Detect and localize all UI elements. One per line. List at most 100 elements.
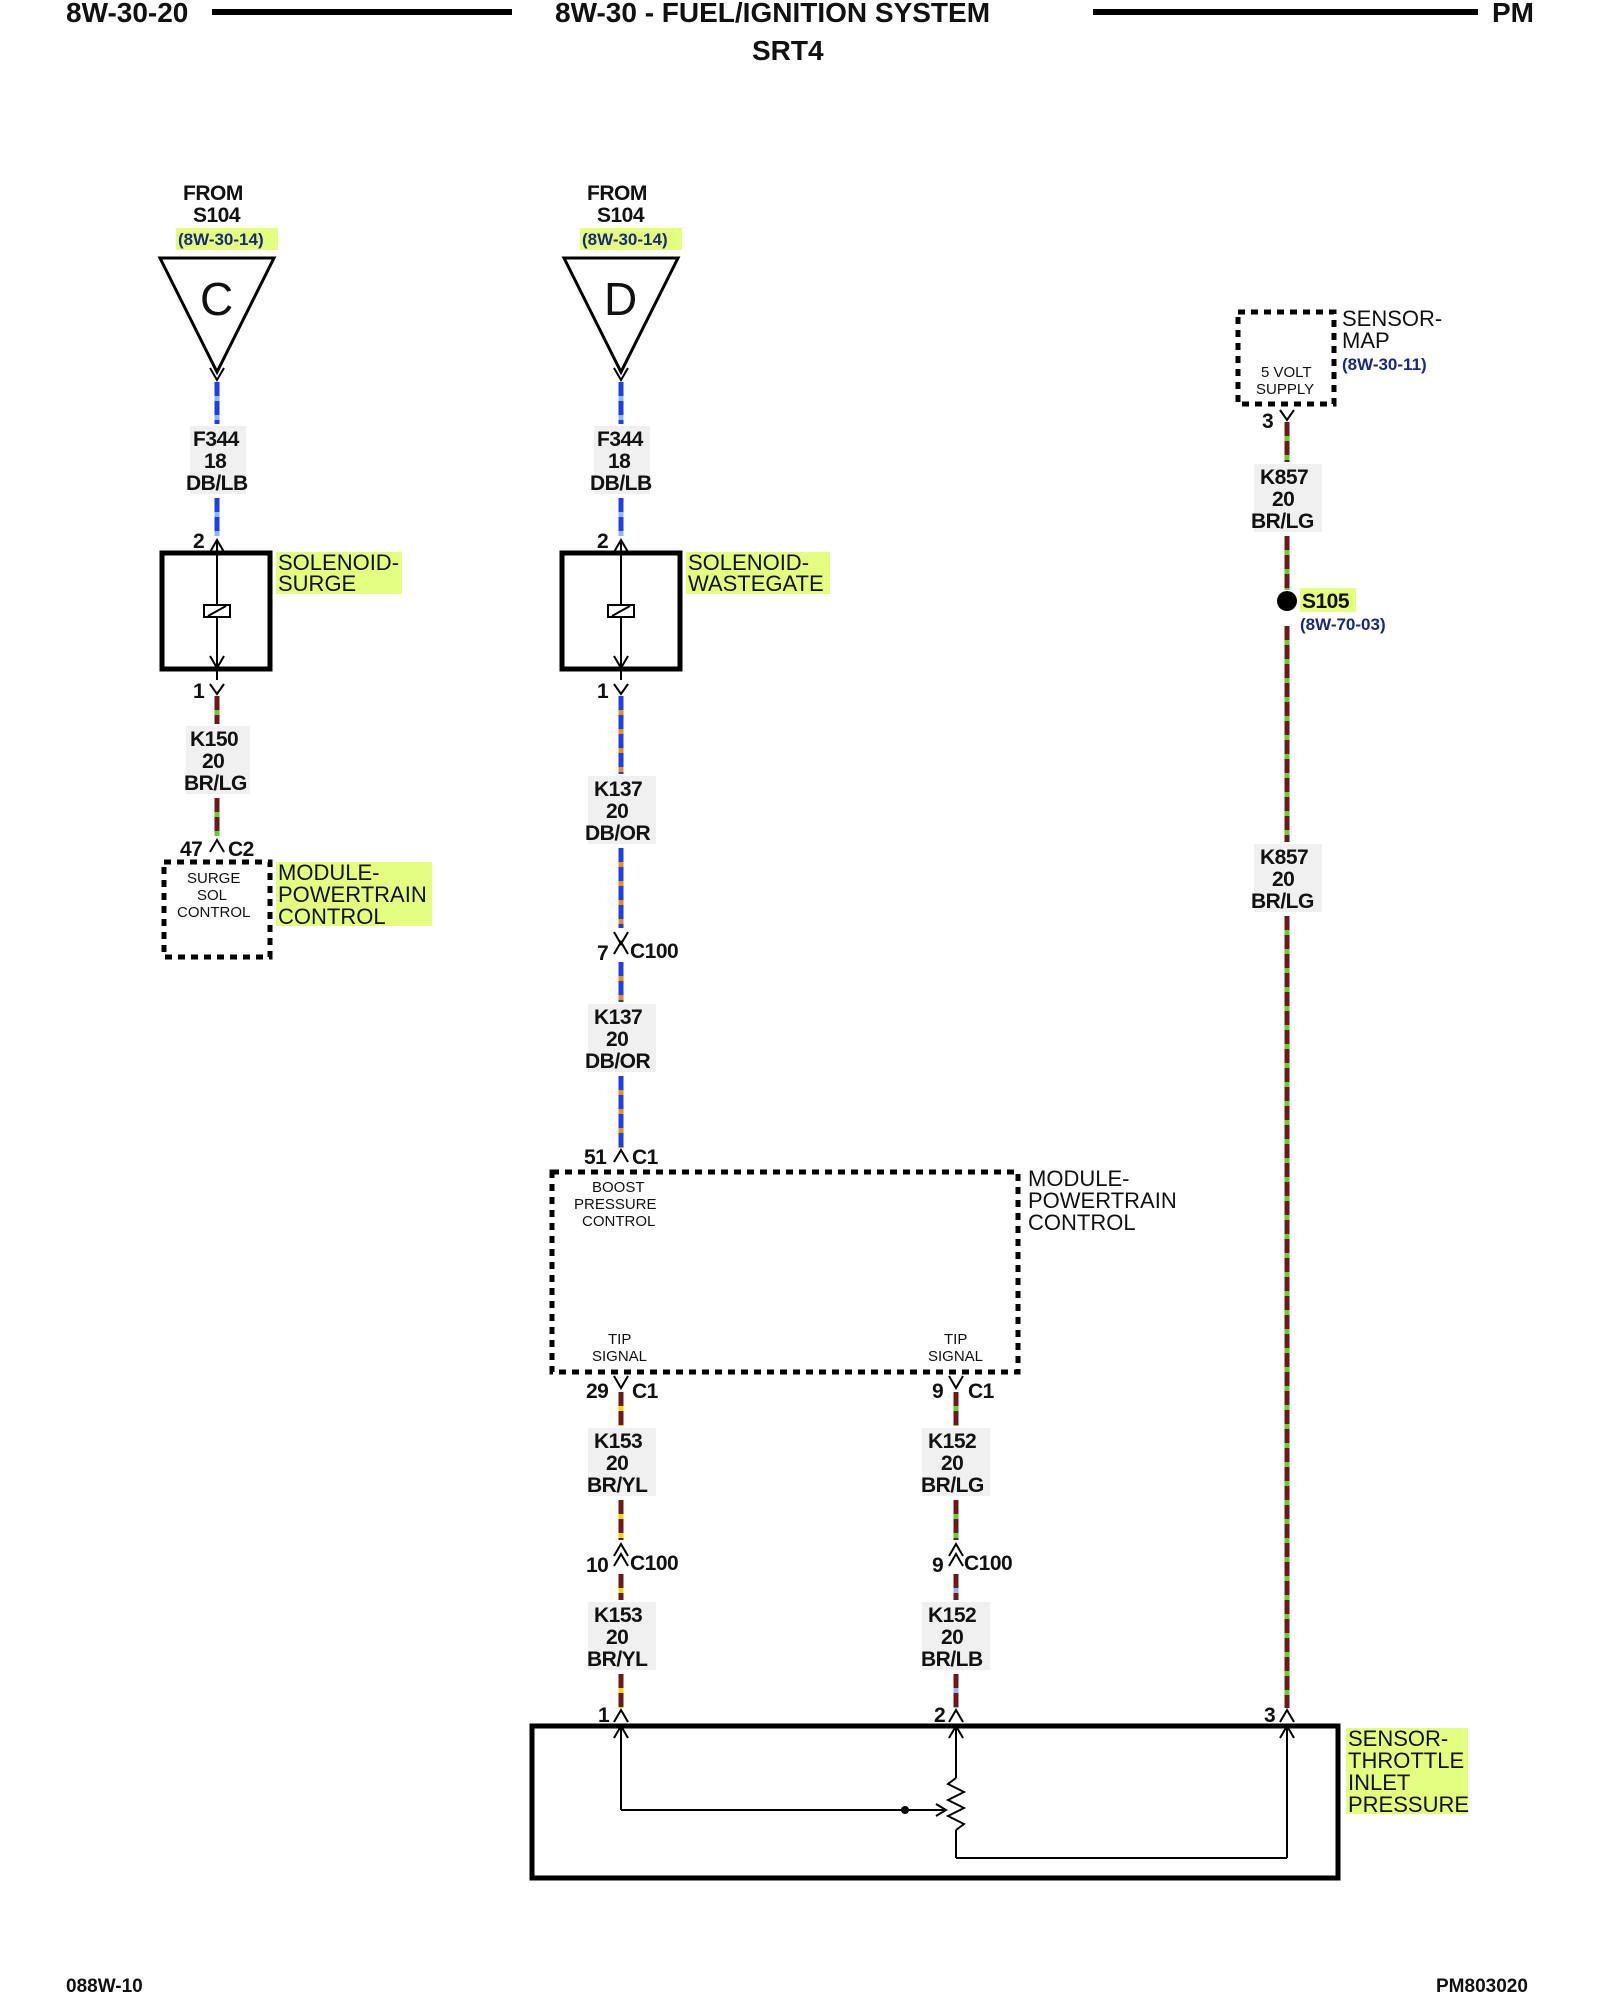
inline-pin: 9 xyxy=(932,1554,943,1577)
pcm-connector: C1 xyxy=(632,1146,659,1169)
solenoid-label: WASTEGATE xyxy=(688,571,824,596)
wire-circuit: K153 xyxy=(594,1604,642,1627)
connector-letter: D xyxy=(604,273,637,325)
tip-label: SENSOR- xyxy=(1348,1726,1448,1751)
wire-label-bg xyxy=(588,776,656,844)
arrow-icon xyxy=(1279,1724,1295,1739)
wire-gauge: 20 xyxy=(941,1452,963,1475)
arrow-icon xyxy=(613,1724,629,1739)
pcm-function: CONTROL xyxy=(177,904,250,921)
wire-circuit: F344 xyxy=(597,428,644,451)
splice-label: S105 xyxy=(1302,590,1350,613)
wire-color: BR/LG xyxy=(1251,510,1314,533)
pcm-box-large xyxy=(549,1169,1021,1375)
footer-left: 088W-10 xyxy=(66,1976,143,1997)
ref-link[interactable]: (8W-70-03) xyxy=(1300,615,1386,634)
wire-label-bg xyxy=(588,1602,656,1670)
connector-letter: C xyxy=(200,273,233,325)
potentiometer-icon xyxy=(945,1777,967,1831)
ref-link[interactable]: (8W-30-14) xyxy=(582,230,668,249)
wire-circuit: K152 xyxy=(928,1430,976,1453)
wire-color: DB/LB xyxy=(590,472,652,495)
wire-label-bg xyxy=(588,1004,656,1072)
splice-label: S104 xyxy=(597,204,645,227)
map-sensor-box xyxy=(1235,309,1337,407)
wire-color: DB/OR xyxy=(585,1050,651,1073)
pin-chevron xyxy=(1279,409,1295,422)
arrow-icon xyxy=(613,655,629,670)
wire-color: BR/YL xyxy=(587,1474,648,1497)
pcm-module: BOOST PRESSURE CONTROL MODULE- POWERTRAI… xyxy=(549,1166,1177,1403)
wire-color: BR/LB xyxy=(921,1648,983,1671)
wire-gauge: 20 xyxy=(606,1452,628,1475)
tip-sensor: SENSOR- THROTTLE INLET PRESSURE xyxy=(529,1723,1469,1881)
pcm-function: SIGNAL xyxy=(592,1348,647,1365)
wire-gauge: 20 xyxy=(202,750,224,773)
wire-color: BR/LG xyxy=(184,772,247,795)
from-label: FROM xyxy=(183,182,243,205)
wire-label-bg xyxy=(186,726,250,794)
wire-gauge: 20 xyxy=(1272,488,1294,511)
sensor-pin: 3 xyxy=(1264,1704,1275,1727)
solenoid-label: SOLENOID- xyxy=(278,550,399,575)
label-highlight xyxy=(1300,588,1356,612)
pin-chevron xyxy=(209,838,225,853)
wire-circuit: K150 xyxy=(190,728,238,751)
connector-triangle xyxy=(157,256,277,376)
pin-chevron xyxy=(613,1148,629,1163)
sub-title: SRT4 xyxy=(752,35,824,66)
solenoid-label: SOLENOID- xyxy=(688,550,809,575)
column-solenoid-surge: FROM S104 (8W-30-14) C F344 18 DB/LB 2 S… xyxy=(157,182,432,960)
ref-link[interactable]: (8W-30-11) xyxy=(1342,355,1427,374)
tip-label: INLET xyxy=(1348,1770,1410,1795)
wire-label-bg xyxy=(190,426,246,494)
wire-color: DB/OR xyxy=(585,822,651,845)
wire-label-bg xyxy=(1254,464,1322,532)
column-solenoid-wastegate: FROM S104 (8W-30-14) D F344 18 DB/LB 2 S… xyxy=(559,182,830,1169)
pcm-function: SURGE xyxy=(187,870,240,887)
wire-circuit: K153 xyxy=(594,1430,642,1453)
sensor-pin: 2 xyxy=(934,1704,945,1727)
splice-dot xyxy=(1277,591,1297,611)
inline-connector-icon xyxy=(948,1542,964,1557)
wire-gauge: 18 xyxy=(204,450,227,473)
pin-chevron xyxy=(948,1375,964,1390)
wire-circuit: F344 xyxy=(193,428,240,451)
section-title: 8W-30 - FUEL/IGNITION SYSTEM xyxy=(555,0,990,28)
pcm-pin: 51 xyxy=(584,1146,607,1169)
label-highlight xyxy=(276,552,402,594)
map-function: SUPPLY xyxy=(1256,381,1314,398)
pcm-pin: 47 xyxy=(180,838,202,861)
pcm-label: CONTROL xyxy=(278,904,386,929)
from-label: FROM xyxy=(587,182,647,205)
pin-number: 3 xyxy=(1262,410,1273,433)
model-code: PM xyxy=(1492,0,1534,28)
pcm-function: CONTROL xyxy=(582,1213,655,1230)
wire-label-bg xyxy=(1254,844,1322,912)
inline-pin: 7 xyxy=(597,942,608,965)
inline-connector: C100 xyxy=(630,940,678,963)
inline-connector-icon xyxy=(613,1552,629,1567)
pcm-function: BOOST xyxy=(592,1179,645,1196)
solenoid-label: SURGE xyxy=(278,571,356,596)
coil-slash xyxy=(611,605,631,617)
coil-slash xyxy=(207,605,227,617)
wire-color: BR/YL xyxy=(587,1648,648,1671)
pcm-connector: C1 xyxy=(968,1380,995,1403)
ref-link[interactable]: (8W-30-14) xyxy=(178,230,264,249)
wire-gauge: 20 xyxy=(1272,868,1294,891)
inline-connector: C100 xyxy=(630,1552,678,1575)
wire-gauge: 20 xyxy=(941,1626,963,1649)
pcm-label: POWERTRAIN xyxy=(278,882,427,907)
pin-chevron xyxy=(613,1708,629,1723)
inline-connector: C100 xyxy=(964,1552,1012,1575)
sensor-pin: 1 xyxy=(598,1704,610,1727)
pcm-box-small xyxy=(161,859,273,960)
inline-connector-icon xyxy=(613,931,629,946)
arrow-icon xyxy=(948,1724,964,1739)
inline-connector-icon xyxy=(613,940,629,955)
branch-k152: K152 20 BR/LG 9 C100 K152 20 BR/LB 2 xyxy=(921,1392,1013,1727)
pcm-pin: 29 xyxy=(586,1380,608,1403)
pcm-pin: 9 xyxy=(932,1380,943,1403)
